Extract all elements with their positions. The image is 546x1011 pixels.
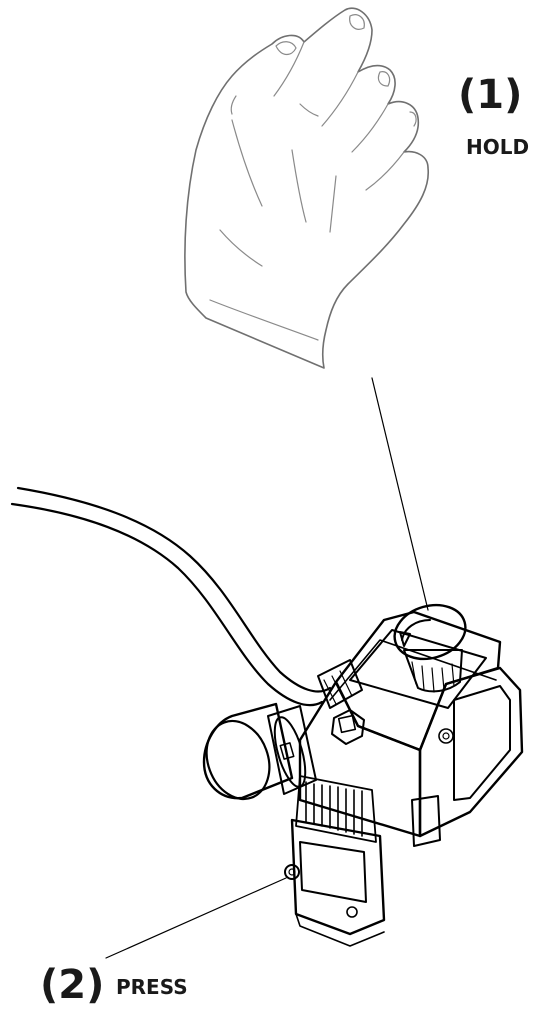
step-2-number: (2) (40, 962, 104, 1008)
hold-leader-line (372, 378, 428, 610)
front-housing (292, 820, 384, 946)
step-1-label: (1) HOLD (458, 72, 529, 159)
press-button (285, 865, 299, 879)
cable (12, 488, 330, 705)
hand-illustration (185, 8, 428, 368)
device-illustration (196, 597, 522, 946)
rotary-knob (388, 597, 472, 692)
step-1-action: HOLD (466, 135, 529, 159)
step-2-label: (2) PRESS (40, 962, 188, 1008)
device-body (300, 612, 522, 846)
press-leader-line (106, 878, 286, 958)
step-1-number: (1) (458, 72, 522, 118)
step-2-action: PRESS (116, 975, 188, 999)
